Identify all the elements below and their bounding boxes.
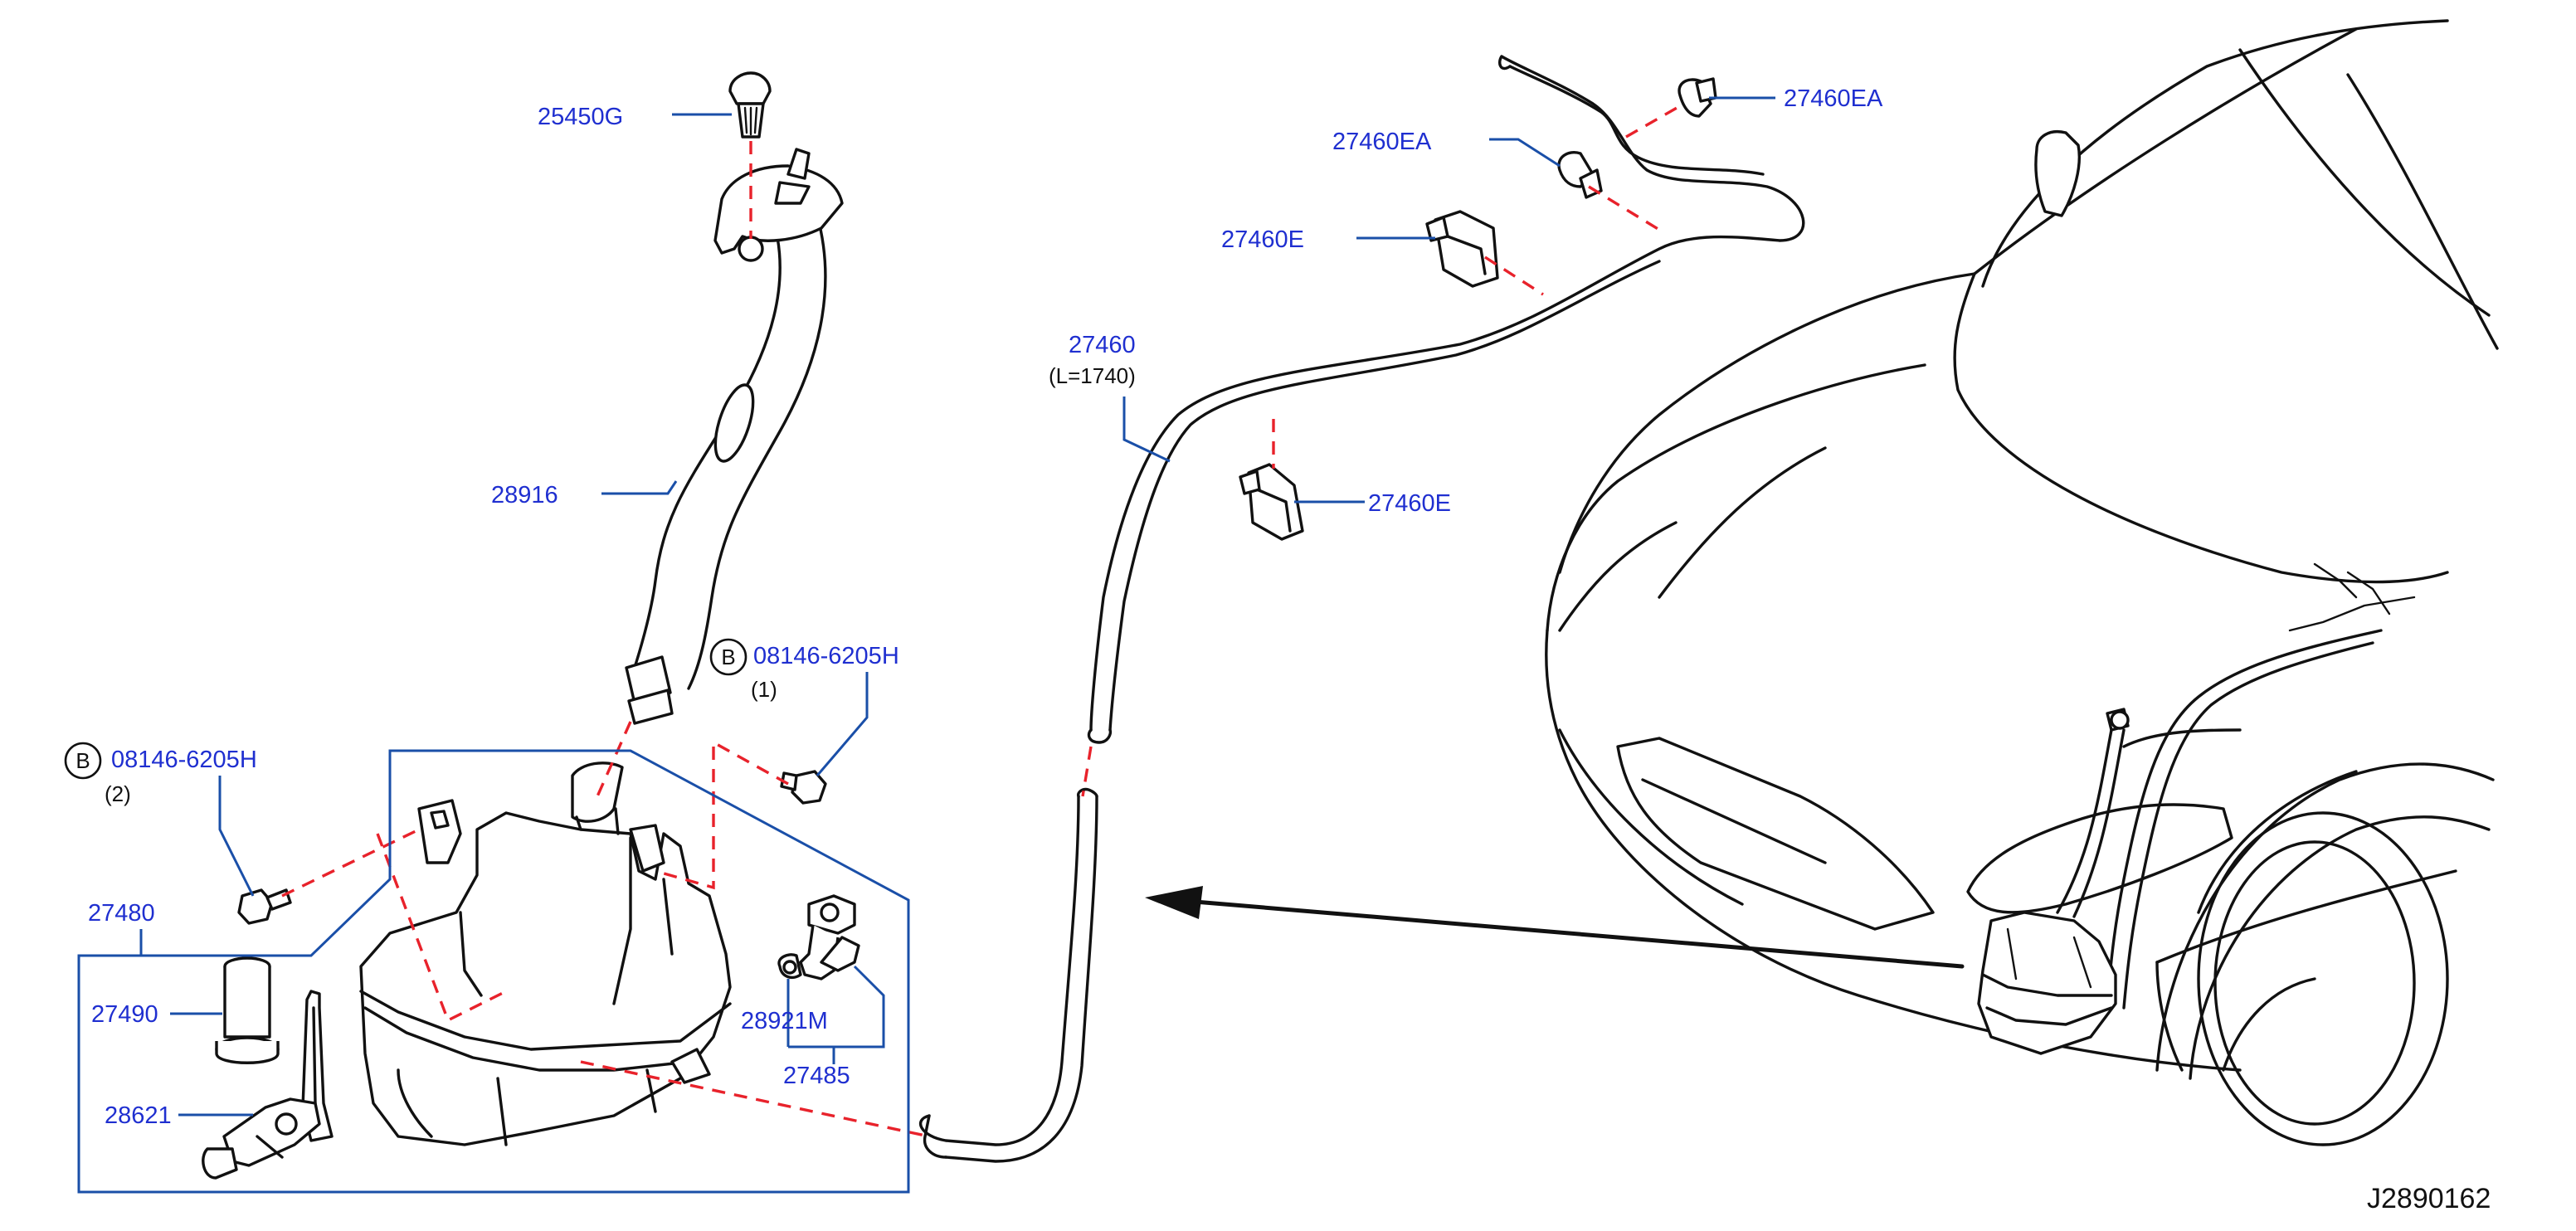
diagram-reference-id: J2890162 [2367,1183,2491,1214]
level-sensor-28621 [202,990,334,1180]
bolt-marker-right-text: B [721,645,735,669]
label-bolt-left-code: 08146-6205H [111,747,257,773]
filler-neck-28916 [625,148,844,725]
label-27480: 27480 [88,900,155,927]
clip-27460e-upper [1425,210,1499,288]
washer-tank-27480 [359,761,732,1146]
clip-27460ea-left [1557,151,1603,199]
label-27460e-lower: 27460E [1368,490,1451,517]
clip-25450g [728,71,772,139]
location-arrow [1145,886,1965,969]
bolt-marker-left [64,742,102,780]
vehicle-front-outline [1545,19,2499,1146]
clip-27460ea-right [1678,77,1717,118]
part-labels: 25450G 28916 27460 (L=1740) 27460E 27460… [64,85,2491,1214]
label-27460: 27460 [1069,332,1136,358]
clip-27460e-lower [1239,463,1304,541]
label-27460ea-right: 27460EA [1784,85,1883,112]
label-27460e-upper: 27460E [1221,226,1304,253]
label-28621: 28621 [105,1102,172,1129]
label-bolt-left-qty: (2) [105,781,131,806]
label-28921m: 28921M [741,1008,828,1034]
label-25450g: 25450G [538,104,623,130]
strainer-27490 [215,956,280,1064]
assembly-guides [281,102,1685,1138]
washer-pump-27485 [777,894,860,980]
label-27460ea-left: 27460EA [1332,129,1432,155]
label-bolt-right-qty: (1) [751,677,777,702]
label-28916: 28916 [491,482,558,508]
bolt-marker-left-text: B [75,748,90,773]
bolt-marker-right [709,638,747,676]
washer-hose-27460 [918,55,1805,1163]
label-bolt-right-code: 08146-6205H [753,643,899,669]
leader-lines [77,96,1775,1194]
label-27460-length: (L=1740) [1049,363,1136,388]
label-27490: 27490 [91,1001,158,1028]
label-27485: 27485 [783,1063,850,1089]
bolt-right [780,770,827,805]
